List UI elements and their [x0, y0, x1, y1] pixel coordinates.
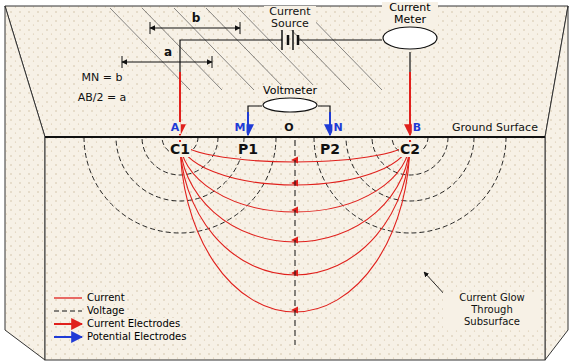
legend-text: Voltage — [86, 305, 126, 317]
legend-text: Potential Electrodes — [86, 331, 187, 343]
equipotential-line — [116, 138, 244, 201]
legend-sample — [52, 305, 86, 317]
legend-text: Current Electrodes — [86, 318, 181, 330]
label: Ground Surface — [451, 122, 539, 134]
legend-row: Voltage — [52, 305, 126, 317]
meter-label: Current Meter — [382, 2, 438, 26]
label: A — [170, 122, 181, 134]
legend-text: Current — [86, 292, 126, 304]
equipotential-line — [314, 138, 506, 233]
meter-outline — [262, 97, 318, 113]
current-meter: Current Meter — [382, 2, 438, 50]
voltmeter: Voltmeter — [262, 85, 318, 113]
label: Current Glow Through Subsurface — [443, 292, 541, 328]
label: P1 — [237, 142, 259, 157]
legend-sample — [52, 292, 86, 304]
label: MN = b — [81, 72, 124, 84]
label: N — [332, 122, 343, 134]
label: C1 — [169, 142, 191, 157]
label: O — [283, 122, 294, 134]
legend-sample — [52, 318, 86, 330]
label: b — [191, 12, 202, 24]
label: B — [412, 122, 422, 134]
label: P2 — [319, 142, 341, 157]
equipotential-line — [372, 138, 448, 175]
legend-sample — [52, 331, 86, 343]
label: a — [163, 46, 173, 58]
label: C2 — [399, 142, 421, 157]
equipotential-line — [84, 138, 276, 233]
legend-row: Current — [52, 292, 126, 304]
legend-row: Potential Electrodes — [52, 331, 187, 343]
strike-line — [174, 8, 254, 90]
label: M — [234, 122, 247, 134]
label: Current Source — [264, 6, 316, 30]
equipotential-line — [142, 138, 218, 175]
strike-line — [142, 8, 222, 90]
label: AB/2 = a — [77, 92, 128, 104]
legend-row: Current Electrodes — [52, 318, 181, 330]
meter-label: Voltmeter — [262, 85, 318, 97]
equipotential-line — [346, 138, 474, 201]
meter-outline — [382, 26, 438, 50]
